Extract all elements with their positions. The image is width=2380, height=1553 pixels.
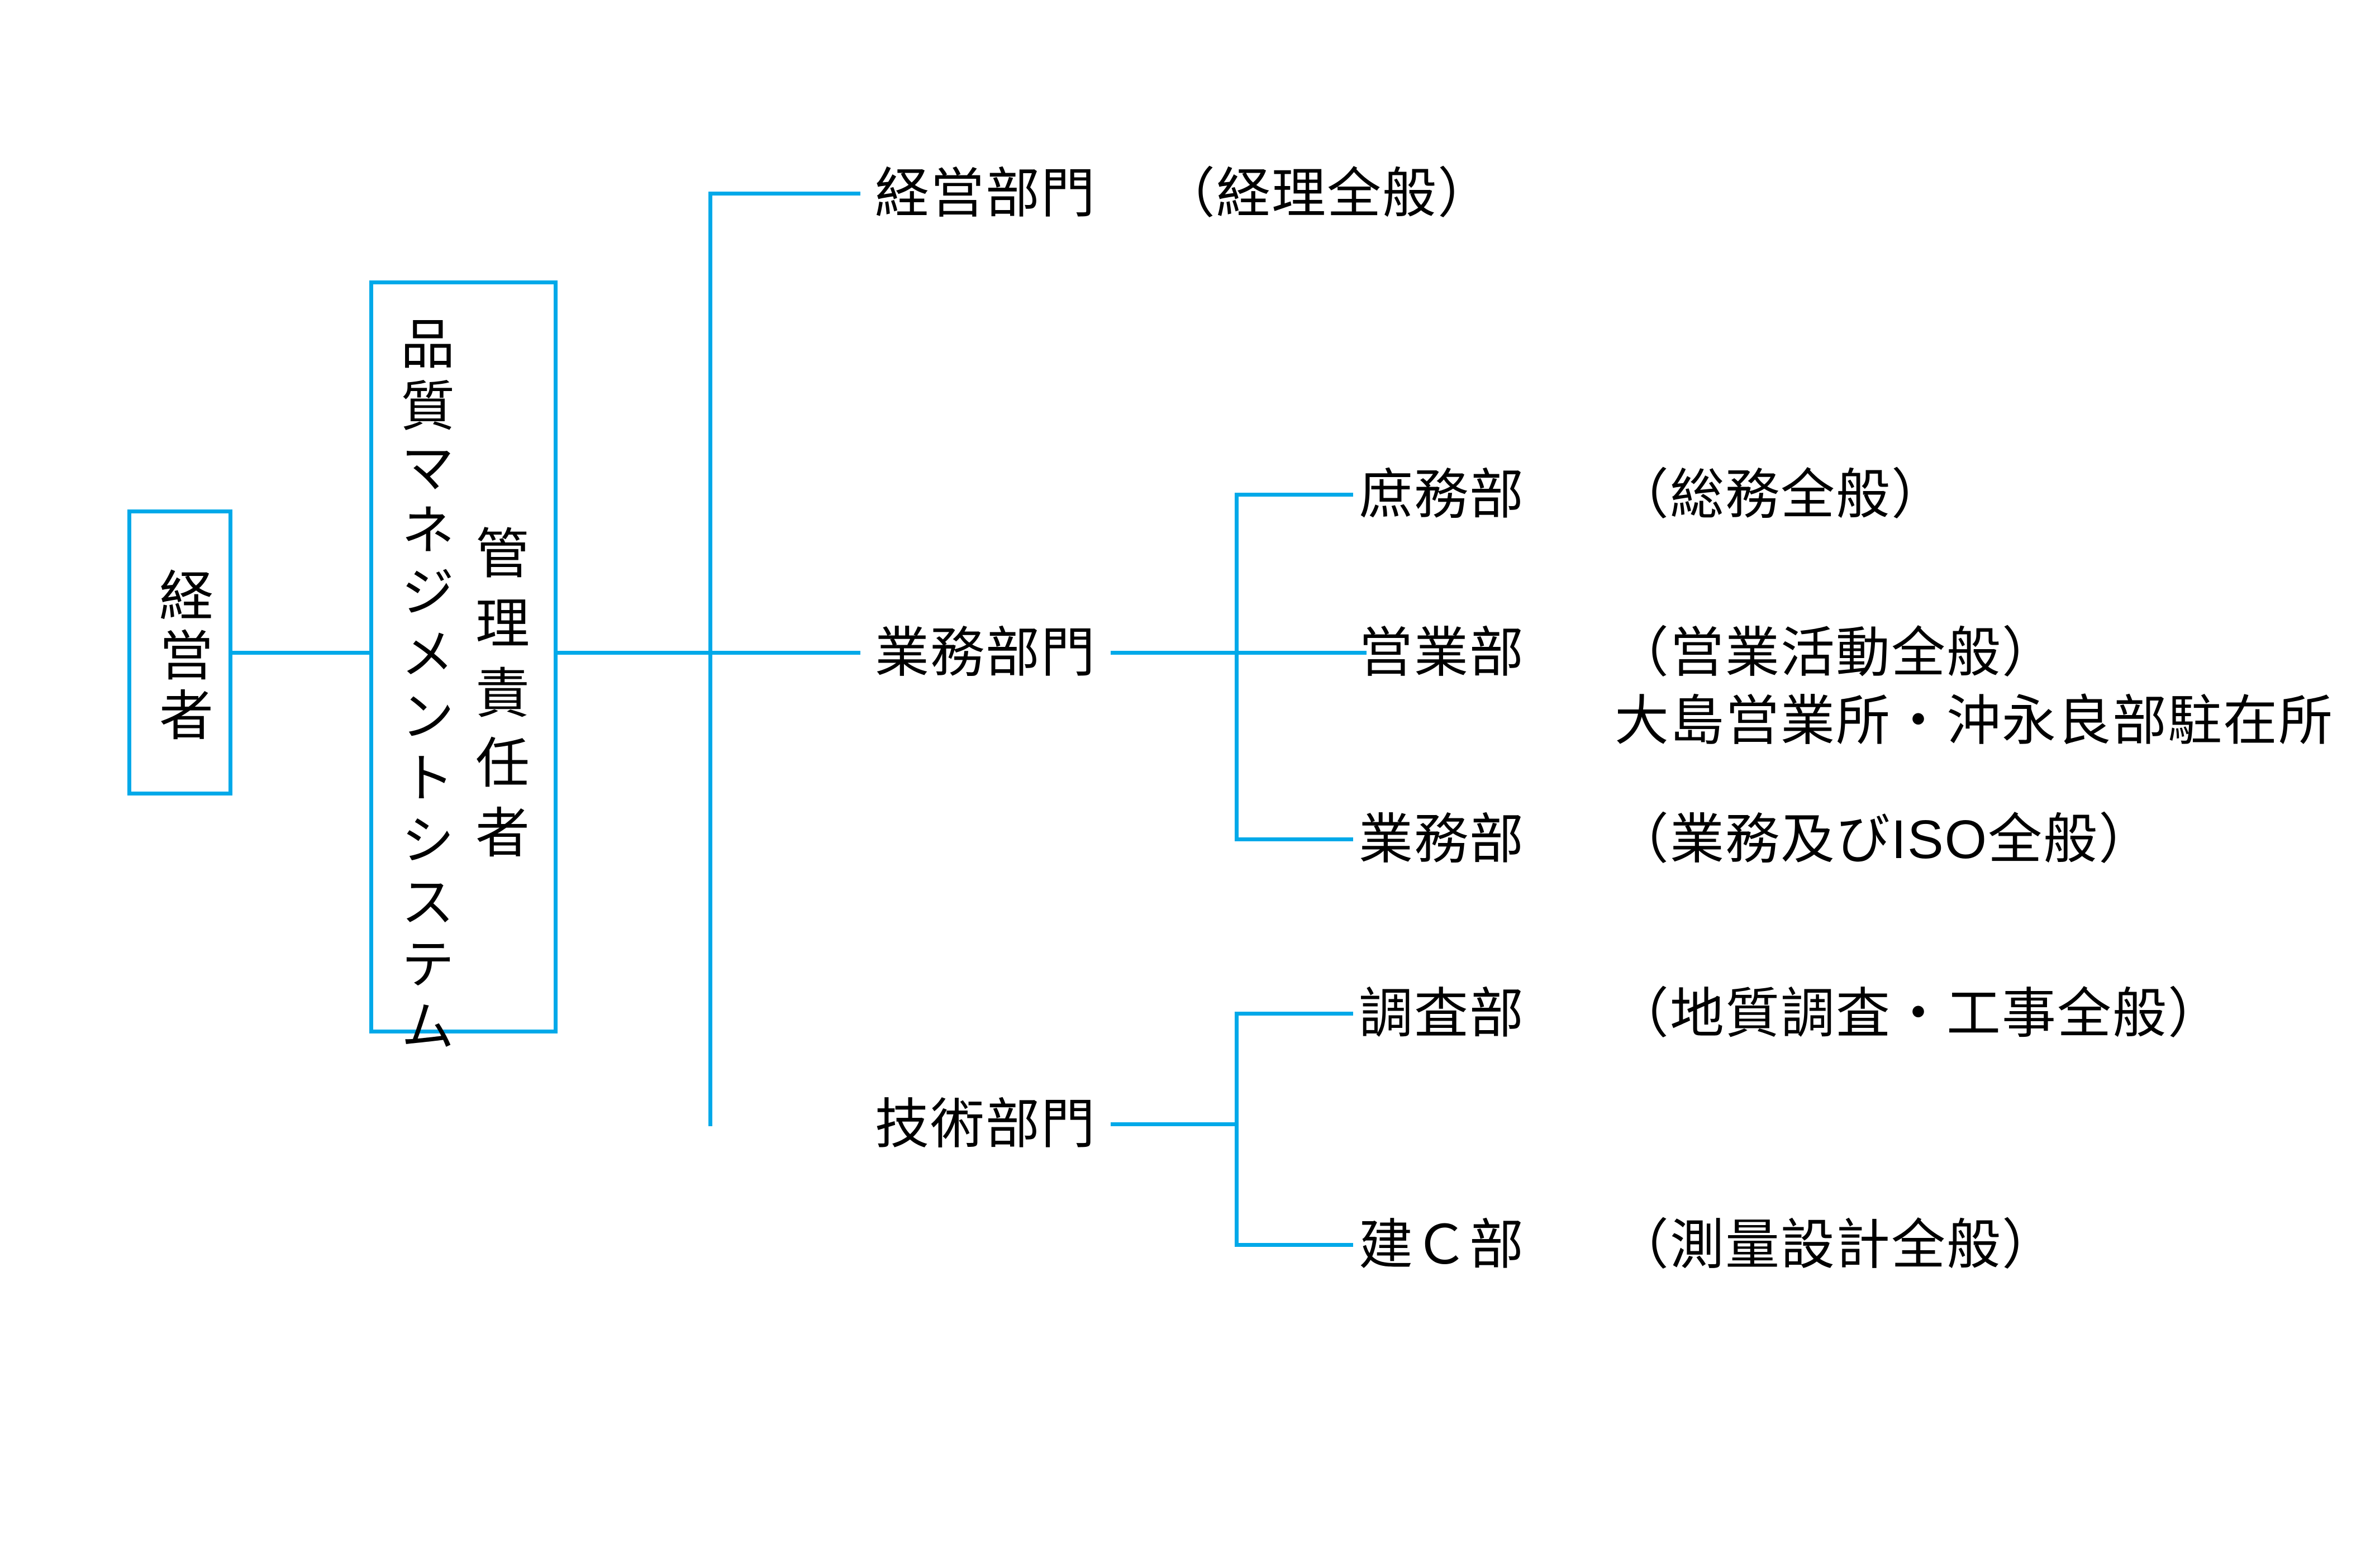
connector-to-kencbu xyxy=(1235,1243,1353,1247)
connector-gyomu-bumon-to-eigyobu xyxy=(1111,651,1367,655)
branch-label-keiei-bumon: 経営部門 xyxy=(875,163,1096,224)
dept-label-kencbu: 建Ｃ部 xyxy=(1359,1214,1525,1275)
connector-to-shomubu xyxy=(1235,493,1353,497)
dept-label-shomubu: 庶務部 xyxy=(1359,464,1525,525)
branch-label-gyomu-bumon: 業務部門 xyxy=(875,622,1096,683)
connector-gijutsu-bumon-to-branch xyxy=(1111,1122,1239,1126)
dept-label-chosabu: 調査部 xyxy=(1359,983,1525,1044)
trunk-vertical-line xyxy=(708,192,712,1126)
connector-trunk-to-gyomu-bumon xyxy=(712,651,860,655)
dept-label-eigyobu: 営業部 xyxy=(1359,622,1525,683)
branch-label-gijutsu-bumon: 技術部門 xyxy=(875,1094,1096,1155)
dept-note-eigyobu: （営業活動全般） xyxy=(1615,622,2057,683)
qms-manager-box xyxy=(369,280,558,1033)
connector-root-to-qms xyxy=(228,651,372,655)
dept-label-gyomubu: 業務部 xyxy=(1359,809,1525,870)
connector-to-gyomubu xyxy=(1235,837,1353,841)
dept-note-kencbu: （測量設計全般） xyxy=(1615,1214,2057,1275)
qms-system-title: 品質マネジメントシステム xyxy=(392,316,453,1060)
qms-manager-subtitle: 管理責任者 xyxy=(467,525,528,874)
tech-branch-vertical-line xyxy=(1235,1012,1239,1247)
dept-note2-eigyobu: 大島営業所・沖永良部駐在所 xyxy=(1615,690,2334,751)
connector-qms-to-trunk xyxy=(556,651,712,655)
top-management-label: 経営者 xyxy=(151,568,212,747)
dept-note-chosabu: （地質調査・工事全般） xyxy=(1615,983,2223,1044)
branch-note-keiei-bumon: （経理全般） xyxy=(1161,163,1493,224)
top-management-box xyxy=(127,509,232,795)
connector-trunk-to-keiei-bumon xyxy=(708,192,860,196)
dept-note-shomubu: （総務全般） xyxy=(1615,464,1946,525)
business-branch-vertical-line xyxy=(1235,493,1239,841)
dept-note-gyomubu: （業務及びISO全般） xyxy=(1615,809,2154,870)
connector-to-chosabu xyxy=(1235,1012,1353,1016)
